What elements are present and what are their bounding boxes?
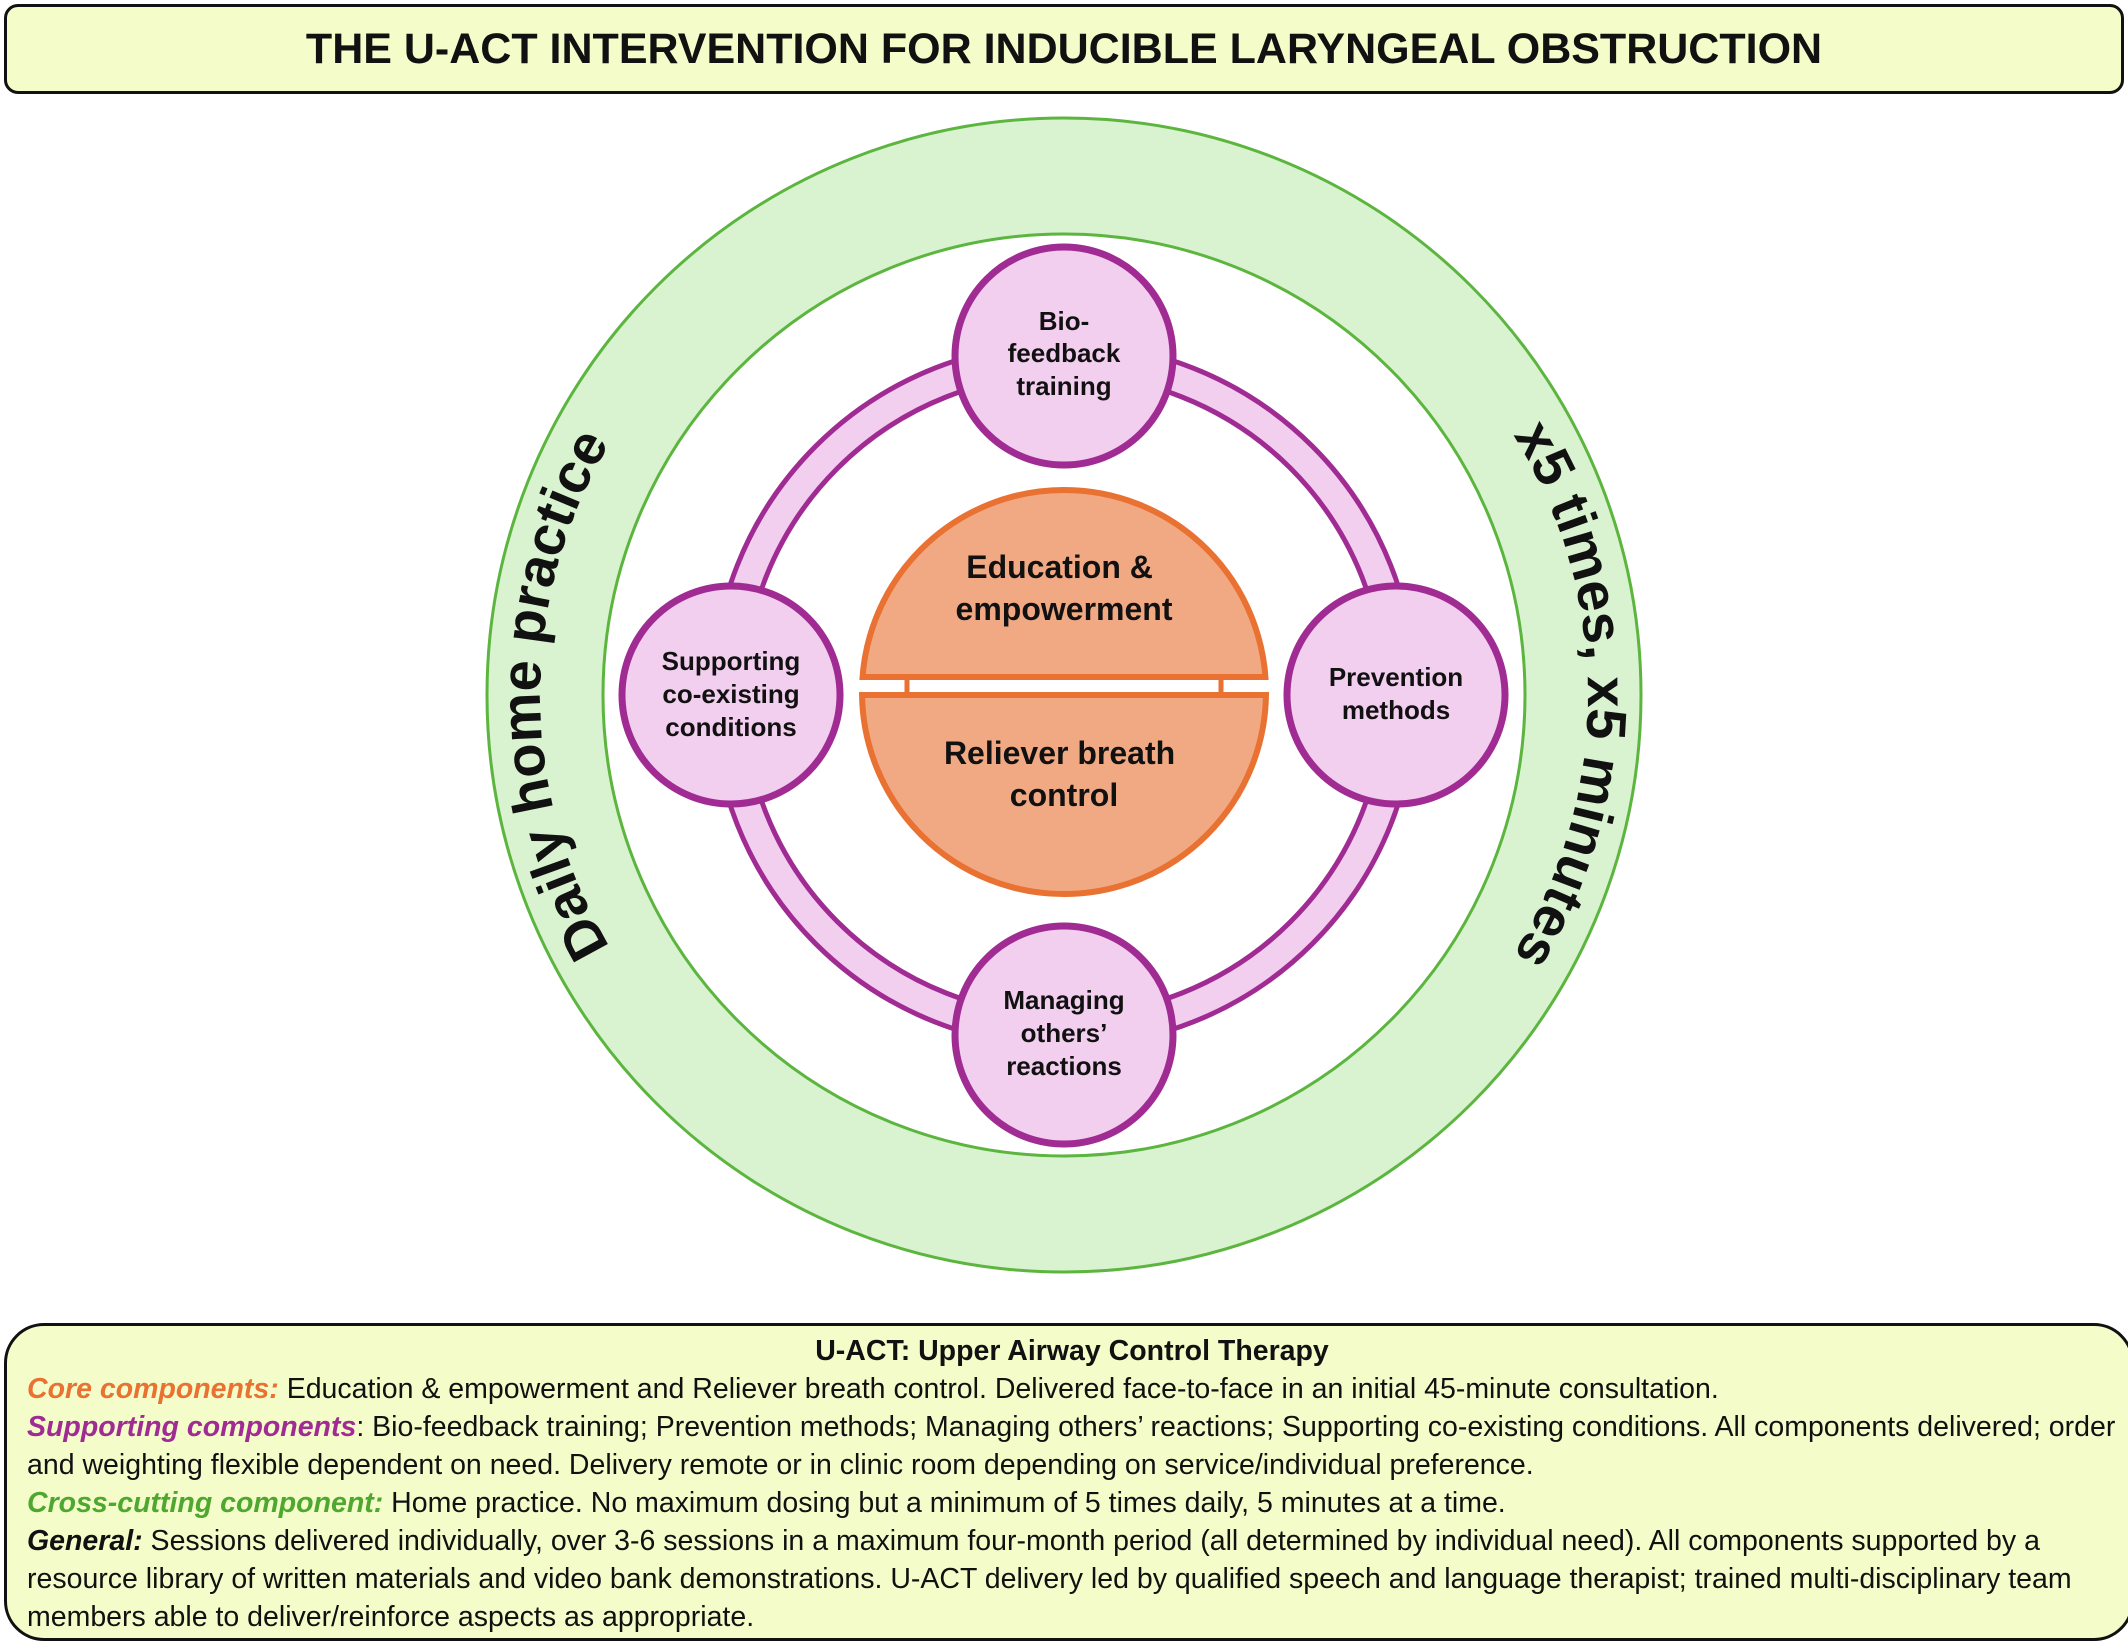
legend-general: General: Sessions delivered individually… [27,1522,2117,1636]
cross-cutting-text: Home practice. No maximum dosing but a m… [383,1487,1506,1519]
core-lower-label: Reliever breath control [944,735,1184,813]
supporting-text: : Bio-feedback training; Prevention meth… [27,1411,2116,1481]
core-label: Core components: [27,1373,279,1405]
diagram-title: THE U-ACT INTERVENTION FOR INDUCIBLE LAR… [305,24,1823,73]
legend-cross-cutting: Cross-cutting component: Home practice. … [27,1484,2117,1522]
supporting-label: Supporting components [27,1411,357,1443]
core-text: Education & empowerment and Reliever bre… [278,1373,1719,1405]
core-upper-half [859,487,1269,680]
general-text: Sessions delivered individually, over 3-… [27,1525,2072,1633]
core-lower-half [859,692,1269,897]
core-upper-label: Education & empowerment [956,549,1173,627]
general-label: General: [27,1525,143,1557]
legend-supporting: Supporting components: Bio-feedback trai… [27,1408,2117,1484]
legend-core: Core components: Education & empowerment… [27,1370,2117,1408]
cross-cutting-label: Cross-cutting component: [27,1487,384,1519]
legend-title: U-ACT: Upper Airway Control Therapy [815,1335,1329,1367]
legend-box: U-ACT: Upper Airway Control Therapy Core… [4,1323,2128,1641]
title-banner: THE U-ACT INTERVENTION FOR INDUCIBLE LAR… [4,4,2124,94]
